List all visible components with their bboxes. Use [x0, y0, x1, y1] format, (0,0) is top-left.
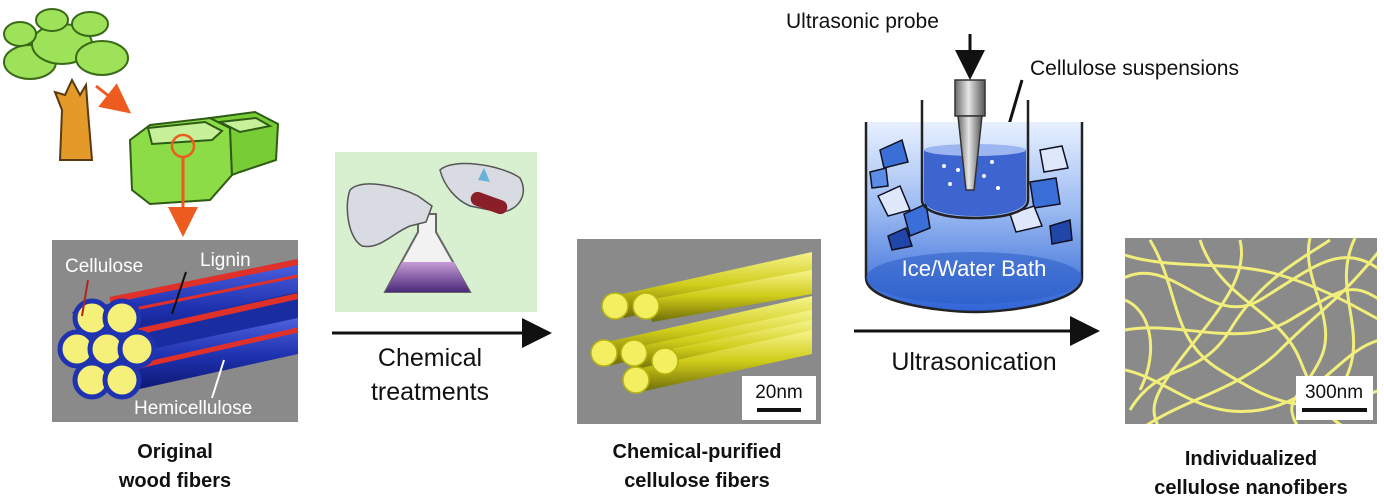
wood-cell-icon	[128, 110, 280, 206]
chemical-step-line1: Chemical	[378, 344, 482, 372]
scale-bar-label-nano: 300nm	[1305, 382, 1363, 403]
scale-bar-box-purified	[742, 376, 816, 420]
ice-water-bath-label: Ice/Water Bath	[902, 256, 1047, 281]
original-caption-line1: Original	[137, 441, 213, 463]
chemical-lab-illustration	[335, 152, 537, 312]
cellulose-pointer	[81, 279, 89, 317]
original-caption-line2: wood fibers	[118, 470, 231, 492]
purified-caption-line2: cellulose fibers	[624, 470, 770, 492]
gloved-hand-right	[439, 162, 525, 213]
hemicellulose-label: Hemicellulose	[134, 398, 252, 419]
ultrasonic-probe-label: Ultrasonic probe	[786, 10, 939, 33]
tree-to-cells-arrow	[95, 83, 132, 114]
scale-bar-label-purified: 20nm	[755, 382, 803, 403]
nano-caption-line1: Individualized	[1185, 448, 1317, 470]
purified-fibers-panel: 20nm	[577, 239, 821, 424]
wood-fibers-panel: Cellulose Lignin Hemicellulose	[52, 240, 298, 422]
test-tube-icon	[470, 191, 508, 215]
gloved-hand-left	[346, 183, 433, 248]
nanofibers-panel: 300nm	[1125, 238, 1377, 424]
lignin-label: Lignin	[200, 250, 251, 271]
chemical-step-line2: treatments	[371, 378, 489, 406]
inner-beaker	[920, 100, 1030, 220]
hemicellulose-pointer	[211, 359, 225, 399]
ultrasonic-probe-icon	[954, 79, 986, 117]
cellulose-suspensions-label: Cellulose suspensions	[1030, 57, 1239, 80]
cellulose-label: Cellulose	[65, 256, 143, 277]
ultrasonication-step-label: Ultrasonication	[891, 348, 1056, 376]
nano-caption-line2: cellulose nanofibers	[1154, 477, 1347, 499]
fiber-bundle-cross-section	[57, 298, 157, 400]
scale-bar-box-nano	[1296, 376, 1373, 420]
ice-water-bath	[864, 79, 1084, 314]
purified-caption-line1: Chemical-purified	[613, 441, 782, 463]
lignin-pointer	[171, 271, 187, 315]
tree-icon	[3, 8, 129, 161]
